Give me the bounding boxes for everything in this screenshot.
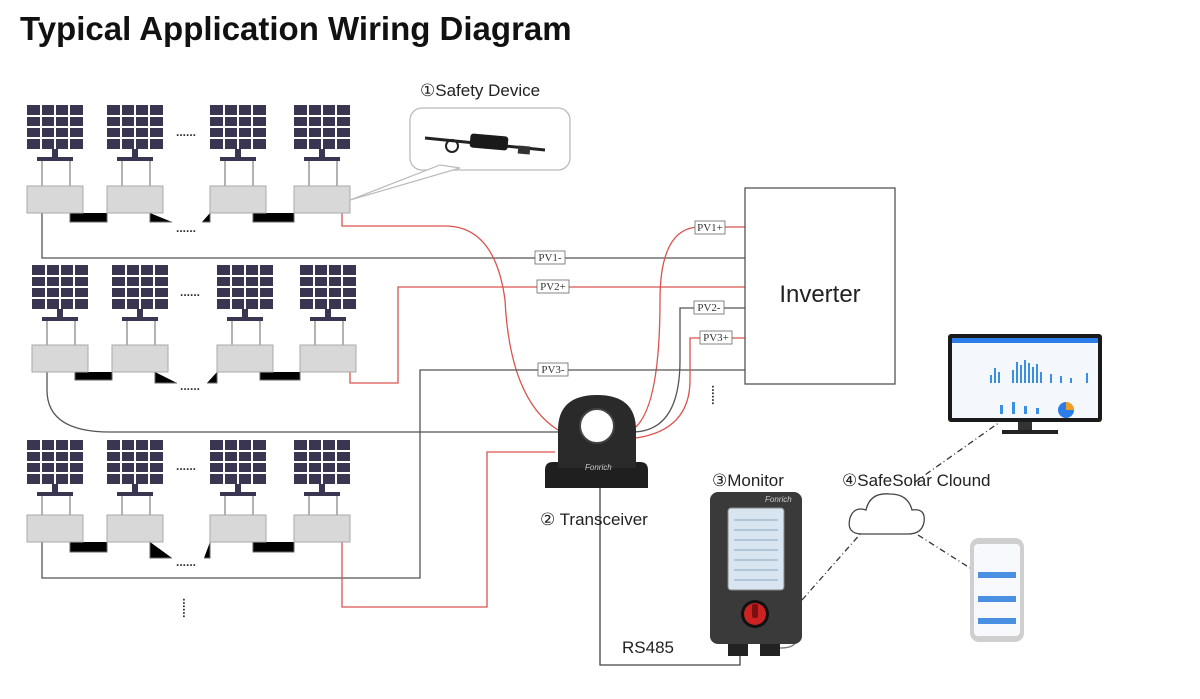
solar-panel-icon (299, 264, 357, 322)
optimizer-box (106, 185, 164, 214)
transceiver: Fonrich ② Transceiver (540, 395, 648, 529)
safety-device-label: ①Safety Device (420, 81, 540, 100)
desktop-header-bar (952, 338, 1098, 343)
pv2-plus-tag: PV2+ (536, 279, 570, 294)
panel-row-1: ...... ...... (26, 104, 351, 235)
pv1-plus-tag: PV1+ (694, 220, 726, 235)
ellipsis: ...... (176, 555, 196, 569)
transceiver-brand: Fonrich (585, 463, 612, 472)
row2-negative-wire (46, 367, 560, 433)
solar-panel-icon (31, 264, 89, 322)
row1-return-positive-wire (627, 226, 745, 433)
monitor-label: ③Monitor (712, 471, 784, 490)
desktop-stand (1002, 430, 1058, 434)
cloud-phone-link (917, 534, 971, 569)
row2-positive-wire (349, 286, 745, 384)
phone-screen (974, 544, 1020, 636)
optimizer-box (299, 344, 357, 373)
optimizer-box (106, 514, 164, 543)
monitor-brand: Fonrich (765, 495, 792, 504)
desktop-display (948, 334, 1102, 434)
monitor-port (728, 644, 748, 656)
solar-panel-icon (106, 439, 164, 497)
ellipsis: ...... (180, 379, 200, 393)
pv1-minus-tag: PV1- (534, 250, 566, 265)
pv3-minus-text: PV3- (541, 364, 565, 376)
solar-panel-icon (293, 439, 351, 497)
inverter-label: Inverter (779, 281, 860, 308)
safety-device-callout: ①Safety Device (349, 81, 571, 201)
phone-chart-bars (978, 572, 1016, 624)
ellipsis: ...... (176, 125, 196, 139)
pv3-minus-tag: PV3- (537, 362, 569, 377)
optimizer-box (111, 344, 169, 373)
optimizer-box (209, 514, 267, 543)
transceiver-aperture (579, 408, 615, 444)
page-title: Typical Application Wiring Diagram (20, 10, 572, 47)
optimizer-box (31, 344, 89, 373)
optimizer-box (293, 514, 351, 543)
safety-device-icon (424, 133, 546, 155)
row3-negative-wire (41, 369, 745, 579)
cloud-service: ④SafeSolar Clound (842, 471, 991, 535)
vertical-ellipsis: ...... (709, 385, 723, 405)
solar-panel-icon (209, 104, 267, 162)
cloud-desktop-link (914, 421, 1001, 483)
solar-panel-icon (293, 104, 351, 162)
rs485-label: RS485 (622, 638, 674, 657)
optimizer-box (209, 185, 267, 214)
panel-row-3: ...... ...... ...... (26, 439, 351, 618)
pv3-plus-tag: PV3+ (699, 330, 733, 345)
panel-row-2: ...... ...... (31, 264, 357, 393)
desktop-neck (1018, 422, 1032, 430)
cloud-label: ④SafeSolar Clound (842, 471, 991, 490)
pv2-minus-text: PV2- (697, 302, 721, 314)
solar-panel-icon (26, 439, 84, 497)
pv3-plus-text: PV3+ (703, 332, 729, 344)
solar-panel-icon (106, 104, 164, 162)
row1-negative-wire (41, 213, 745, 259)
pv1-plus-text: PV1+ (697, 222, 723, 234)
desktop-pie-slice (1066, 402, 1074, 410)
transceiver-label: ② Transceiver (540, 510, 648, 529)
vertical-ellipsis: ...... (180, 598, 194, 618)
monitor-cloud-link (801, 531, 863, 601)
callout-pointer (349, 164, 461, 201)
optimizer-box (293, 185, 351, 214)
monitor-switch-handle (752, 604, 758, 618)
ellipsis: ...... (176, 459, 196, 473)
row3-return-positive-wire (635, 337, 745, 439)
solar-panel-icon (209, 439, 267, 497)
optimizer-box (216, 344, 274, 373)
row2-return-negative-wire (631, 307, 745, 433)
pv2-plus-text: PV2+ (540, 281, 566, 293)
pv-tags: PV1+ PV1- PV2+ PV2- PV3+ PV3- (534, 220, 733, 377)
transceiver-base (545, 462, 648, 488)
solar-panel-icon (26, 104, 84, 162)
row1-positive-wire (341, 213, 559, 431)
solar-panel-icon (216, 264, 274, 322)
rs485-cable (599, 488, 741, 666)
monitor-port (760, 644, 780, 656)
optimizer-box (26, 185, 84, 214)
desktop-chart-bars (990, 360, 1088, 414)
monitor-device: ③Monitor Fonrich RS485 (622, 471, 802, 657)
row3-positive-wire (341, 451, 555, 608)
inverter: Inverter ...... (709, 187, 896, 405)
pv1-minus-text: PV1- (538, 252, 562, 264)
smartphone (970, 538, 1024, 642)
inverter-box (744, 187, 896, 385)
ellipsis: ...... (176, 221, 196, 235)
cloud-icon (848, 493, 925, 535)
pv2-minus-tag: PV2- (693, 300, 725, 315)
ellipsis: ...... (180, 285, 200, 299)
solar-panel-icon (111, 264, 169, 322)
optimizer-box (26, 514, 84, 543)
